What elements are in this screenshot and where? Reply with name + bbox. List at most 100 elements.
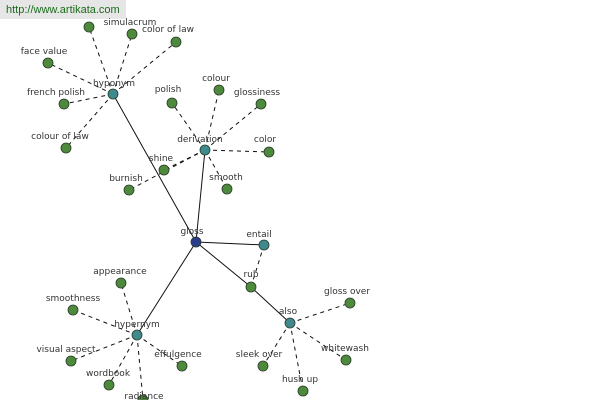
node-hyponym[interactable]: hyponym [93,79,135,100]
node-dot[interactable] [123,184,135,196]
node-label[interactable]: burnish [109,174,143,184]
node-dot[interactable] [221,183,233,195]
edge-derivation-color [204,149,270,153]
node-label[interactable]: face value [21,47,68,57]
node-label[interactable]: color [254,135,276,145]
node-entail[interactable]: entail [246,230,272,251]
node-dot[interactable] [263,146,275,158]
node-colour_of_law[interactable]: colour of law [31,132,89,154]
node-color_of_law[interactable]: color of law [142,25,194,48]
node-gloss_over[interactable]: gloss over [324,287,370,309]
node-dot[interactable] [257,360,269,372]
node-dot[interactable] [258,239,270,251]
node-shine[interactable]: shine [149,154,174,176]
node-top[interactable] [83,21,95,33]
node-label[interactable]: hypernym [114,320,160,330]
node-label[interactable]: gloss over [324,287,370,297]
node-label[interactable]: entail [246,230,271,240]
node-radiance[interactable]: radiance [124,392,164,400]
node-dot[interactable] [213,84,225,96]
node-label[interactable]: simulacrum [104,18,157,28]
site-url-banner[interactable]: http://www.artikata.com [0,0,126,19]
node-label[interactable]: hush up [282,375,318,385]
edge-rub-also [250,286,291,324]
node-label[interactable]: smoothness [46,294,101,304]
node-glossiness[interactable]: glossiness [234,88,281,110]
node-dot[interactable] [103,379,115,391]
node-label[interactable]: also [279,307,298,317]
node-visual_aspect[interactable]: visual aspect [36,345,96,367]
node-dot[interactable] [199,144,211,156]
node-dot[interactable] [190,236,202,248]
node-label[interactable]: french polish [27,88,85,98]
node-label[interactable]: smooth [209,173,243,183]
node-gloss[interactable]: gloss [180,227,204,248]
edge-gloss-hyponym [112,93,197,243]
node-dot[interactable] [126,28,138,40]
node-whitewash[interactable]: whitewash [321,344,369,366]
node-dot[interactable] [284,317,296,329]
node-label[interactable]: polish [155,85,182,95]
node-dot[interactable] [158,164,170,176]
node-dot[interactable] [131,329,143,341]
edge-derivation-polish [171,102,206,151]
node-polish[interactable]: polish [155,85,182,109]
node-dot[interactable] [166,97,178,109]
node-label[interactable]: hyponym [93,79,135,89]
edge-hypernym-radiance [136,334,144,400]
node-label[interactable]: colour [202,74,230,84]
node-dot[interactable] [42,57,54,69]
node-derivation[interactable]: derivation [177,135,223,156]
node-dot[interactable] [65,355,77,367]
node-dot[interactable] [344,297,356,309]
node-dot[interactable] [67,304,79,316]
edge-gloss-derivation [195,149,206,243]
node-sleek_over[interactable]: sleek over [236,350,283,372]
node-dot[interactable] [170,36,182,48]
edge-derivation-smooth [204,149,228,190]
node-label[interactable]: whitewash [321,344,369,354]
node-label[interactable]: shine [149,154,174,164]
edge-hyponym-top [88,26,114,95]
node-dot[interactable] [255,98,267,110]
node-smooth[interactable]: smooth [209,173,243,195]
node-label[interactable]: colour of law [31,132,89,142]
node-wordbook[interactable]: wordbook [86,369,131,391]
node-face_value[interactable]: face value [21,47,68,69]
node-label[interactable]: derivation [177,135,223,145]
node-label[interactable]: rub [243,270,258,280]
node-dot[interactable] [83,21,95,33]
node-label[interactable]: appearance [93,267,147,277]
node-burnish[interactable]: burnish [109,174,143,196]
node-label[interactable]: visual aspect [36,345,95,355]
node-color[interactable]: color [254,135,276,158]
node-dot[interactable] [115,277,127,289]
node-also[interactable]: also [279,307,298,329]
node-appearance[interactable]: appearance [93,267,147,289]
node-label[interactable]: effulgence [154,350,202,360]
node-hush_up[interactable]: hush up [282,375,318,397]
node-dot[interactable] [107,88,119,100]
node-label[interactable]: sleek over [236,350,283,360]
node-label[interactable]: glossiness [234,88,281,98]
node-dot[interactable] [176,360,188,372]
node-label[interactable]: radiance [124,392,164,400]
node-rub[interactable]: rub [243,270,259,293]
node-hypernym[interactable]: hypernym [114,320,160,341]
node-label[interactable]: wordbook [86,369,131,379]
node-effulgence[interactable]: effulgence [154,350,202,372]
node-label[interactable]: gloss [180,227,203,237]
node-simulacrum[interactable]: simulacrum [104,18,157,40]
node-french_polish[interactable]: french polish [27,88,85,110]
node-dot[interactable] [58,98,70,110]
edge-hyponym-simulacrum [112,33,133,95]
node-smoothness[interactable]: smoothness [46,294,101,316]
node-label[interactable]: color of law [142,25,194,35]
node-dot[interactable] [60,142,72,154]
node-dot[interactable] [340,354,352,366]
node-dot[interactable] [297,385,309,397]
node-dot[interactable] [137,394,149,400]
node-dot[interactable] [245,281,257,293]
node-colour[interactable]: colour [202,74,230,96]
edge-hypernym-visual_aspect [70,334,138,362]
